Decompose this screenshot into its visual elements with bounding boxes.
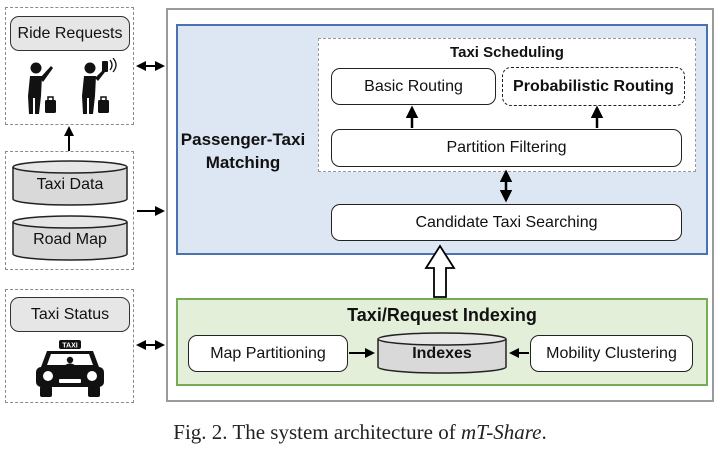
matching-title-line1: Passenger-Taxi <box>180 130 306 149</box>
ride-requests-box: Ride Requests <box>10 16 130 51</box>
caption-prefix: Fig. 2. The system architecture of <box>173 420 461 444</box>
passengers-with-luggage-icon <box>28 57 117 114</box>
ride-requests-group <box>5 7 134 125</box>
partition-filtering-box: Partition Filtering <box>331 129 682 167</box>
caption-suffix: . <box>541 420 547 444</box>
indexes-cylinder-shape <box>377 332 507 374</box>
taxi-data-cylinder-shape <box>12 160 128 206</box>
taxi-car-icon: TAXI <box>36 340 104 397</box>
taxi-data-cylinder: Taxi Data <box>11 159 129 207</box>
data-sources-group <box>5 151 134 270</box>
taxi-status-box: Taxi Status <box>10 297 130 332</box>
map-partitioning-box: Map Partitioning <box>188 335 348 372</box>
passenger-icons <box>18 57 122 118</box>
basic-routing-box: Basic Routing <box>331 68 496 105</box>
candidate-taxi-searching-box: Candidate Taxi Searching <box>331 204 682 241</box>
system-frame <box>166 8 714 402</box>
indexes-cylinder: Indexes <box>376 331 508 375</box>
taxi-car-icon-wrap: TAXI <box>33 339 107 399</box>
figure-caption: Fig. 2. The system architecture of mT-Sh… <box>0 420 720 445</box>
matching-title: Passenger-Taxi Matching <box>178 128 308 174</box>
indexes-label: Indexes <box>412 345 472 362</box>
matching-title-line2: Matching <box>205 153 281 172</box>
road-map-cylinder-shape <box>12 215 128 261</box>
indexing-title: Taxi/Request Indexing <box>347 305 537 325</box>
taxi-status-group <box>5 289 134 403</box>
road-map-label: Road Map <box>33 231 107 248</box>
mobility-clustering-box: Mobility Clustering <box>530 335 693 372</box>
caption-system-name: mT-Share <box>460 420 542 444</box>
taxi-scheduling-title: Taxi Scheduling <box>450 44 564 61</box>
road-map-cylinder: Road Map <box>11 214 129 262</box>
taxi-sign-text: TAXI <box>62 343 77 350</box>
probabilistic-routing-box: Probabilistic Routing <box>502 67 685 106</box>
taxi-data-label: Taxi Data <box>36 176 104 193</box>
